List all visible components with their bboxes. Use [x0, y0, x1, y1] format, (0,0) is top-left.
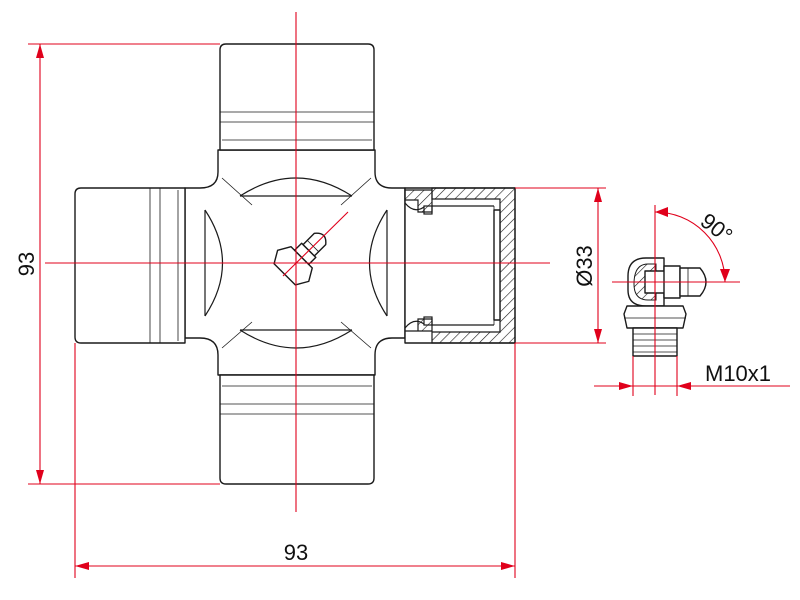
diameter-dimension-label: Ø33 [572, 245, 597, 287]
thread-dimension-label: M10x1 [705, 361, 771, 386]
width-dimension: 93 [74, 343, 516, 578]
right-bearing-cap-section [404, 187, 516, 344]
top-bearing-cap [219, 43, 375, 151]
diameter-dimension: Ø33 [515, 187, 606, 344]
fitting-angle-label: 90° [696, 208, 738, 248]
height-dimension: 93 [14, 43, 220, 485]
height-dimension-label: 93 [14, 252, 39, 276]
width-dimension-label: 93 [284, 540, 308, 565]
left-bearing-cap [74, 187, 186, 344]
bottom-bearing-cap [219, 374, 375, 485]
grease-fitting-detail: 90° M10x1 [594, 205, 790, 396]
center-lines [45, 12, 550, 512]
